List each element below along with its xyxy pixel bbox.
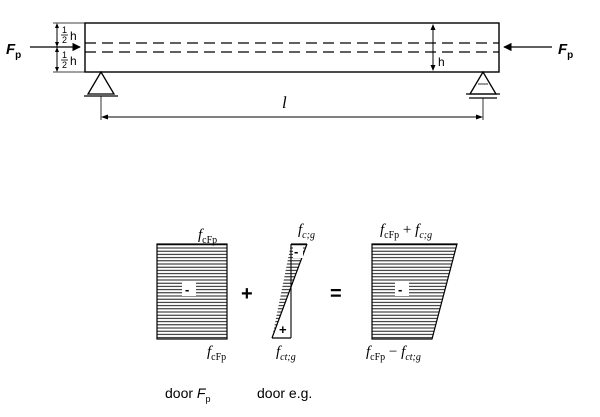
block2-top-sign: - <box>294 244 298 259</box>
block2-top-label: fc;g <box>298 222 315 241</box>
pin-support-left <box>84 70 118 120</box>
roller-support-right <box>466 70 500 120</box>
stress-block-prestress: - fcFp fcFp <box>156 227 228 363</box>
half-height-dimension: 1 2 h 1 2 h <box>53 22 85 73</box>
block1-bottom-label: fcFp <box>207 344 226 363</box>
span-dimension: l <box>101 93 483 120</box>
span-symbol: l <box>282 93 287 112</box>
block1-top-label: fcFp <box>198 227 217 246</box>
stress-figure: - fcFp fcFp + - + fc;g fct;g <box>156 222 458 404</box>
stress-block-resultant: - fcFp + fc;g fcFp − fct;g <box>366 222 458 363</box>
half-h-lower-den: 2 <box>62 60 67 70</box>
caption-prestress: door Fp <box>165 385 211 404</box>
equals-operator: = <box>330 283 342 305</box>
half-h-upper-den: 2 <box>62 35 67 45</box>
block2-bottom-sign: + <box>279 322 287 337</box>
half-h-lower-num: 1 <box>62 50 67 60</box>
block1-sign: - <box>185 282 189 297</box>
block3-bottom-label: fcFp − fct;g <box>366 344 421 363</box>
plus-operator: + <box>241 283 253 305</box>
height-dimension: h <box>430 24 445 71</box>
block3-sign: - <box>398 282 402 297</box>
beam-figure: Fp Fp 1 2 h 1 2 h <box>6 22 573 120</box>
beam-body <box>84 22 500 73</box>
stress-block-self-weight: - + fc;g fct;g <box>271 222 315 363</box>
half-h-upper-symbol: h <box>70 29 77 43</box>
caption-self-weight: door e.g. <box>257 385 312 401</box>
block2-bottom-label: fct;g <box>276 344 296 363</box>
prestress-label-right: Fp <box>558 41 573 61</box>
prestress-label-left: Fp <box>6 41 21 61</box>
block3-top-label: fcFp + fc;g <box>380 222 432 241</box>
half-h-lower-symbol: h <box>70 54 77 68</box>
half-h-upper-num: 1 <box>62 25 67 35</box>
height-symbol: h <box>438 55 445 69</box>
